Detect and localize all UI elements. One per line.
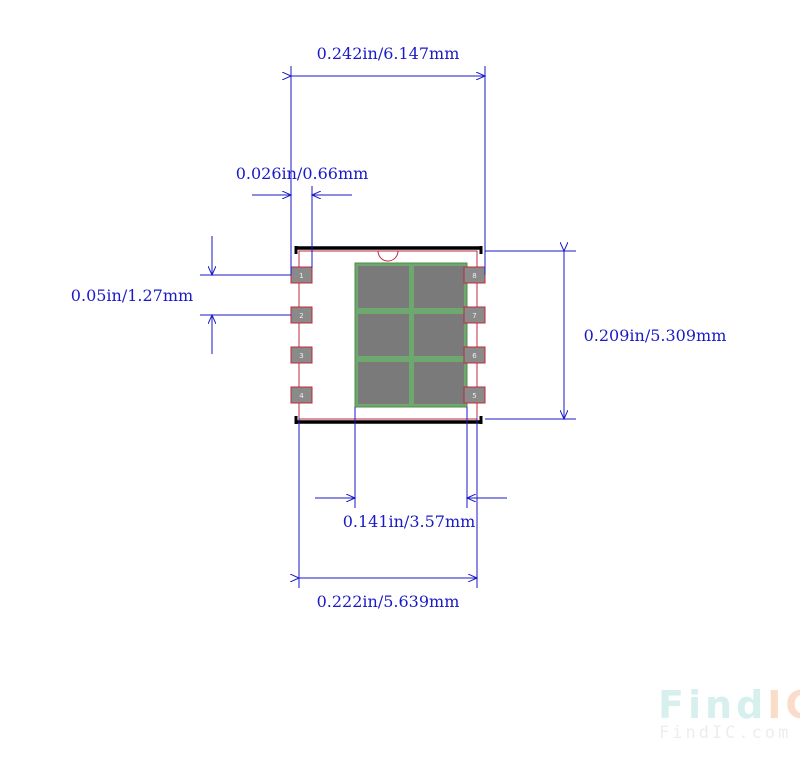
label-pitch: 0.05in/1.27mm [71,286,193,305]
label-overall-width: 0.242in/6.147mm [317,44,460,63]
dimension-pad-width [252,186,352,268]
pad-3-label: 3 [299,352,303,360]
thermal-pad [354,262,468,408]
dimension-pitch [200,236,291,354]
pad-4 [290,386,313,404]
pin1-notch [377,250,399,262]
dimension-body-width [299,419,477,588]
pads-left: 1 2 3 4 [290,266,313,404]
label-body-height: 0.209in/5.309mm [584,326,727,345]
watermark-logo: FindIC [658,683,800,727]
watermark-site: FindIC.com [659,723,791,743]
pads-right: 8 7 6 5 [463,266,486,404]
dimension-body-height [485,251,576,419]
pad-5-label: 5 [472,392,476,400]
dimension-thermal-pad-width [315,407,507,508]
pad-5 [463,386,486,404]
pad-4-label: 4 [299,392,304,400]
pad-6-label: 6 [472,352,477,360]
label-thermal-pad-width: 0.141in/3.57mm [343,512,476,531]
pad-7-label: 7 [472,312,476,320]
pad-6 [463,346,486,364]
courtyard-outline [298,250,478,420]
component-outline [294,246,483,424]
pad-8-label: 8 [472,272,476,280]
pad-3 [290,346,313,364]
watermark-logo-ic: IC [767,683,800,727]
pad-7 [463,306,486,324]
label-pad-width: 0.026in/0.66mm [236,164,369,183]
watermark-logo-find: Find [658,683,767,727]
findic-watermark: FindIC FindIC.com [658,683,800,743]
pad-2-label: 2 [299,312,303,320]
pad-1-label: 1 [299,272,303,280]
label-body-width: 0.222in/5.639mm [317,592,460,611]
